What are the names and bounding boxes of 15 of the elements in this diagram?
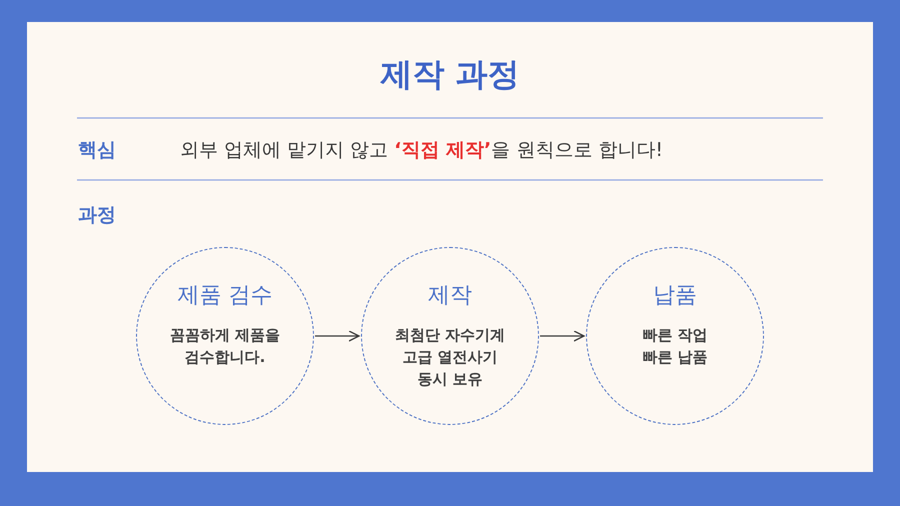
step-title: 납품 bbox=[653, 282, 697, 310]
section-label: 핵심 bbox=[78, 138, 116, 163]
step-description: 빠른 작업 빠른 납품 bbox=[641, 325, 709, 368]
step-title: 제품 검수 bbox=[178, 282, 272, 310]
process-circle bbox=[136, 247, 314, 425]
step-description: 최첨단 자수기계 고급 열전사기 동시 보유 bbox=[394, 325, 506, 390]
arrow bbox=[315, 330, 360, 342]
process-circle bbox=[586, 247, 764, 425]
page-title: 제작 과정 bbox=[380, 54, 520, 95]
arrow bbox=[540, 330, 585, 342]
section-label: 과정 bbox=[78, 203, 116, 228]
step-description: 꼼꼼하게 제품을 검수합니다. bbox=[168, 325, 282, 368]
statement-text: 외부 업체에 맡기지 않고 ‘직접 제작’을 원칙으로 합니다! bbox=[180, 138, 663, 163]
step-title: 제작 bbox=[428, 282, 472, 310]
process-circle bbox=[361, 247, 539, 425]
